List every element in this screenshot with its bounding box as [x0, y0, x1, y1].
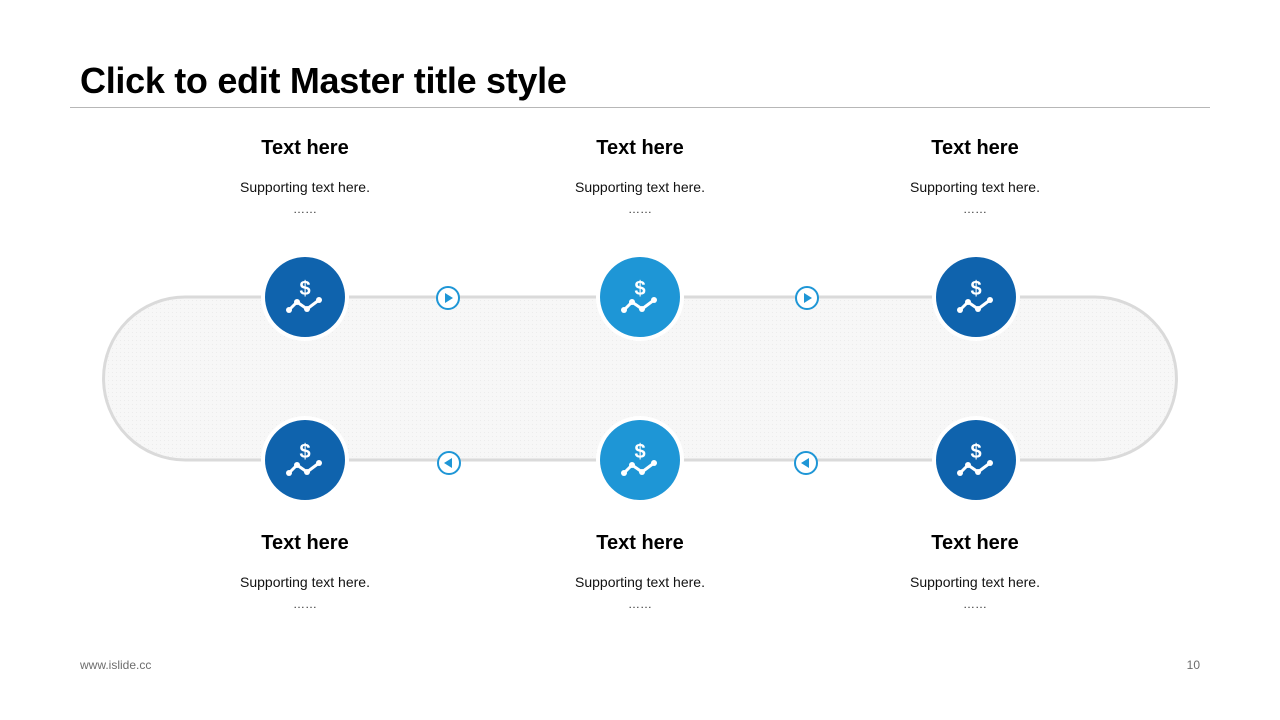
step-body: Supporting text here. — [910, 574, 1040, 590]
step-body: Supporting text here. — [240, 179, 370, 195]
step-ellipsis: …… — [293, 202, 317, 216]
connector-arrow-4 — [794, 451, 818, 475]
step-text-4: Text here Supporting text here. …… — [155, 531, 455, 611]
step-body: Supporting text here. — [575, 179, 705, 195]
step-node-5 — [596, 416, 684, 504]
step-heading: Text here — [261, 137, 349, 159]
step-body: Supporting text here. — [240, 574, 370, 590]
step-heading: Text here — [261, 532, 349, 554]
step-ellipsis: …… — [963, 202, 987, 216]
step-text-5: Text here Supporting text here. …… — [490, 531, 790, 611]
step-node-6 — [932, 416, 1020, 504]
step-body: Supporting text here. — [575, 574, 705, 590]
step-node-2 — [596, 253, 684, 341]
step-text-1: Text here Supporting text here. …… — [155, 136, 455, 216]
step-body: Supporting text here. — [910, 179, 1040, 195]
step-text-3: Text here Supporting text here. …… — [825, 136, 1125, 216]
slide-title: Click to edit Master title style — [80, 60, 567, 101]
title-divider — [70, 107, 1210, 108]
step-ellipsis: …… — [628, 597, 652, 611]
step-ellipsis: …… — [293, 597, 317, 611]
play-right-icon — [804, 293, 812, 303]
step-node-4 — [261, 416, 349, 504]
step-heading: Text here — [931, 532, 1019, 554]
play-right-icon — [445, 293, 453, 303]
step-node-1 — [261, 253, 349, 341]
step-ellipsis: …… — [963, 597, 987, 611]
footer-url: www.islide.cc — [80, 658, 152, 672]
step-ellipsis: …… — [628, 202, 652, 216]
connector-arrow-2 — [795, 286, 819, 310]
step-heading: Text here — [596, 137, 684, 159]
step-heading: Text here — [596, 532, 684, 554]
page-number: 10 — [1186, 658, 1200, 672]
play-left-icon — [444, 458, 452, 468]
step-heading: Text here — [931, 137, 1019, 159]
step-node-3 — [932, 253, 1020, 341]
play-left-icon — [801, 458, 809, 468]
loop-track — [102, 295, 1178, 462]
step-text-2: Text here Supporting text here. …… — [490, 136, 790, 216]
connector-arrow-3 — [437, 451, 461, 475]
connector-arrow-1 — [436, 286, 460, 310]
step-text-6: Text here Supporting text here. …… — [825, 531, 1125, 611]
